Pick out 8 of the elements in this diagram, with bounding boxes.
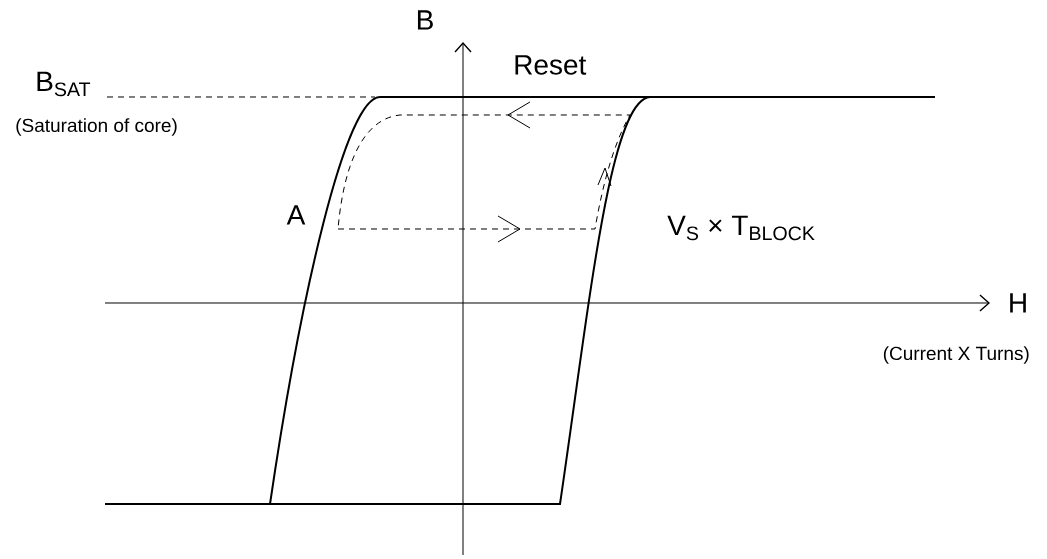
axis-label: B$_{SAT}$ — [37, 71, 91, 97]
axis-label: (Current X Turns) — [883, 346, 1029, 364]
axis-label: V$_{S}$ × T$_{BLOCK}$ — [667, 215, 815, 241]
axis-label: Reset — [515, 55, 587, 75]
axis-label: A — [286, 205, 306, 225]
axis-label: H — [1010, 293, 1026, 313]
axis-label: (Saturation of core) — [16, 118, 177, 136]
axis-label: B — [417, 10, 433, 30]
